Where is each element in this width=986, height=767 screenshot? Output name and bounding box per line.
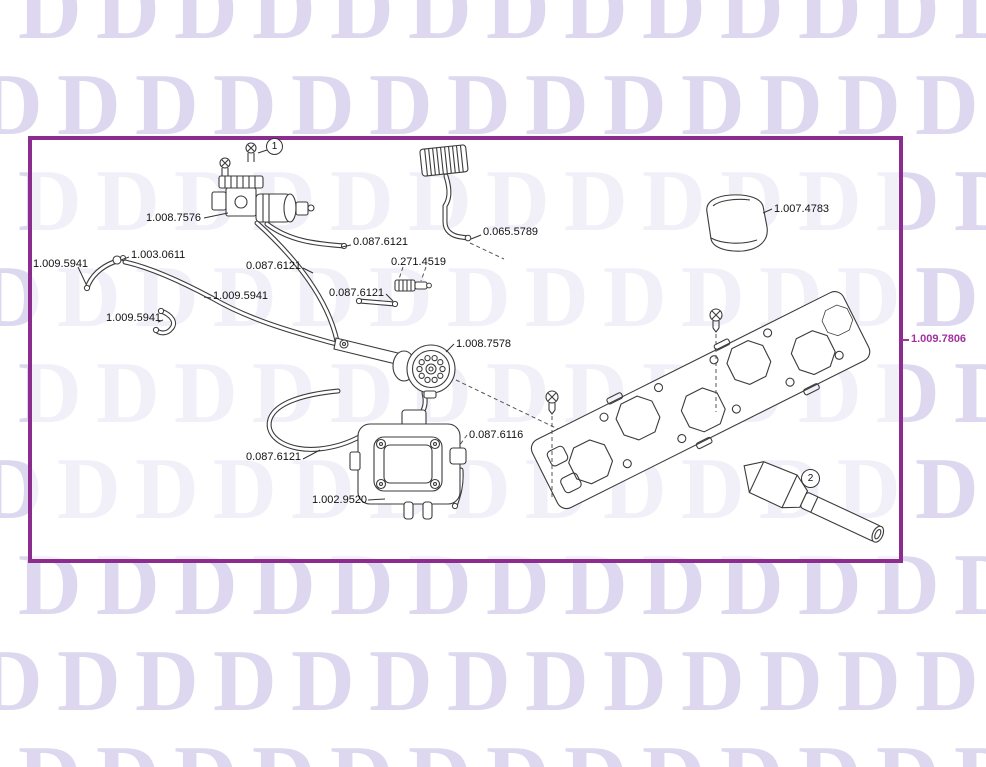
part-label-0087-6121-d: 0.087.6121 — [246, 451, 302, 463]
construction-dashes — [398, 242, 638, 468]
hoses-drawing — [83, 173, 472, 510]
tee-fitting-drawing — [394, 279, 432, 292]
part-label-1003-0611: 1.003.0611 — [131, 249, 186, 261]
part-label-1008-7576: 1.008.7576 — [146, 212, 202, 224]
leader-lines — [77, 149, 773, 501]
part-label-1002-9520: 1.002.9520 — [312, 494, 368, 506]
part-label-0087-6121-c: 0.087.6121 — [329, 287, 385, 299]
part-label-1009-5941-a: 1.009.5941 — [33, 258, 89, 270]
valve-block-drawing — [349, 409, 467, 520]
callout-2: 2 — [801, 469, 820, 488]
callout-1: 1 — [266, 138, 283, 155]
screw-icon — [245, 142, 257, 162]
part-label-0087-6116: 0.087.6116 — [469, 429, 524, 441]
part-label-1009-5941-b: 1.009.5941 — [213, 290, 269, 302]
frame-plate-drawing — [530, 291, 871, 510]
connector-block-drawing — [419, 144, 469, 177]
knob-drawing — [743, 461, 885, 543]
part-label-1008-7578: 1.008.7578 — [456, 338, 512, 350]
part-label-0087-6121-a: 0.087.6121 — [353, 236, 409, 248]
plate-screw-right — [709, 308, 723, 412]
part-label-1009-5941-c: 1.009.5941 — [106, 312, 162, 324]
flow-meter-drawing — [333, 337, 456, 399]
part-label-1007-4783: 1.007.4783 — [774, 203, 830, 215]
solenoid-valve-drawing — [211, 142, 315, 223]
part-label-0087-6121-b: 0.087.6121 — [246, 260, 302, 272]
side-part-label: 1.009.7806 — [911, 333, 967, 345]
part-label-0271-4519: 0.271.4519 — [391, 256, 447, 268]
side-label-tick — [902, 339, 909, 341]
part-label-0065-5789: 0.065.5789 — [483, 226, 539, 238]
plate-screw-left — [545, 390, 559, 497]
cover-part-drawing — [706, 194, 768, 252]
